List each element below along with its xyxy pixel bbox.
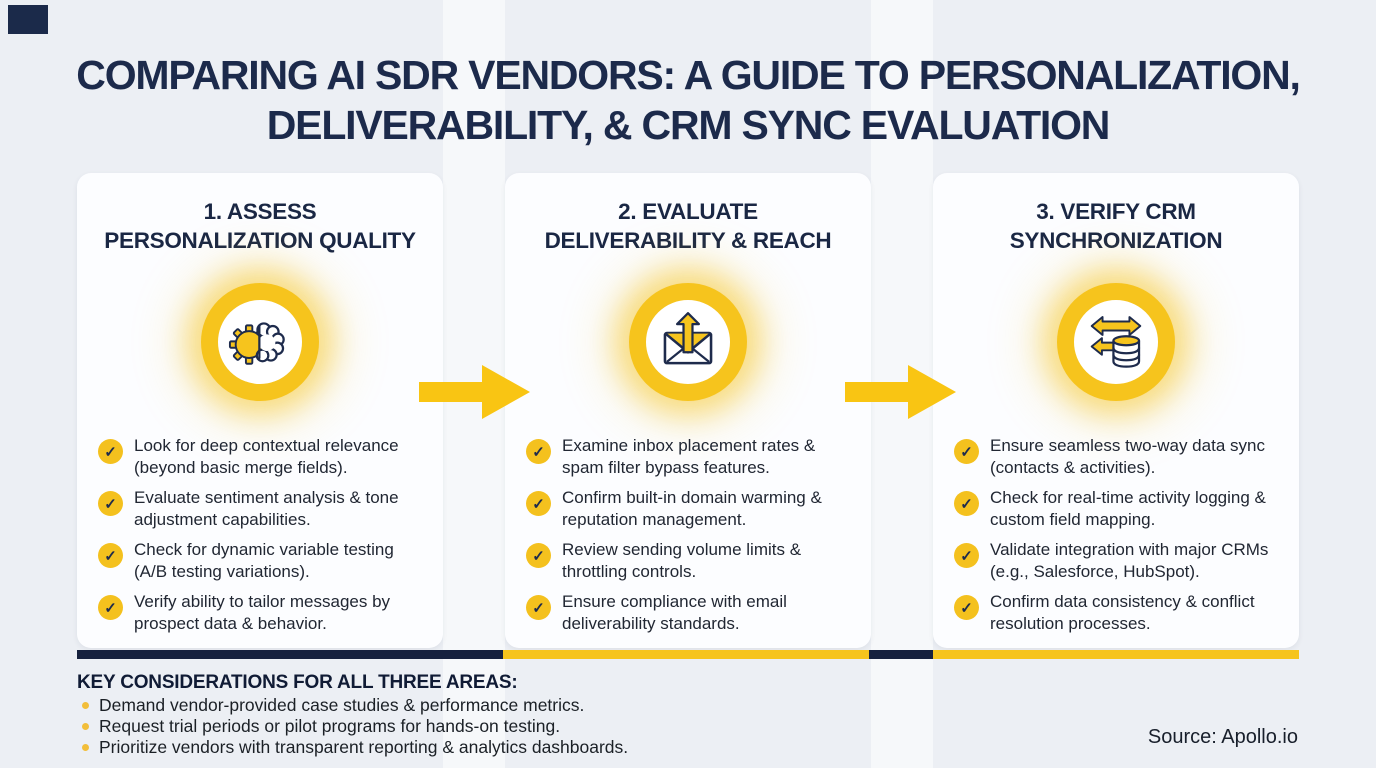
check-icon: ✓ xyxy=(98,543,123,568)
check-icon: ✓ xyxy=(526,543,551,568)
check-icon: ✓ xyxy=(954,543,979,568)
checklist: ✓ Ensure seamless two-way data sync (con… xyxy=(954,435,1281,643)
bullet-dot-icon xyxy=(82,723,89,730)
footer-heading: KEY CONSIDERATIONS FOR ALL THREE AREAS: xyxy=(77,672,518,693)
bullet-dot-icon xyxy=(82,702,89,709)
list-item: ✓ Confirm data consistency & conflict re… xyxy=(954,591,1281,634)
check-icon: ✓ xyxy=(98,595,123,620)
source-attribution: Source: Apollo.io xyxy=(1147,726,1298,748)
card-title-line1: 2. EVALUATE xyxy=(618,199,758,224)
data-sync-database-icon xyxy=(1090,316,1142,368)
corner-accent-block xyxy=(8,5,48,34)
card-title-line1: 1. ASSESS xyxy=(203,199,317,224)
card-title: 2. EVALUATE DELIVERABILITY & REACH xyxy=(505,197,871,255)
bullet-dot-icon xyxy=(82,744,89,751)
list-item: ✓ Examine inbox placement rates & spam f… xyxy=(526,435,853,478)
page-title-line2: DELIVERABILITY, & CRM SYNC EVALUATION xyxy=(266,102,1111,148)
check-icon: ✓ xyxy=(954,439,979,464)
divider-segment xyxy=(77,650,503,659)
card-title-line1: 3. VERIFY CRM xyxy=(1036,199,1196,224)
card-title: 3. VERIFY CRM SYNCHRONIZATION xyxy=(933,197,1299,255)
icon-ring xyxy=(629,283,747,401)
check-icon: ✓ xyxy=(98,491,123,516)
check-icon: ✓ xyxy=(526,439,551,464)
card-title-line2: DELIVERABILITY & REACH xyxy=(544,228,832,253)
list-item: ✓ Validate integration with major CRMs (… xyxy=(954,539,1281,582)
card-verify-crm-sync: 3. VERIFY CRM SYNCHRONIZATION ✓ Ensure s… xyxy=(933,173,1299,648)
list-item: ✓ Look for deep contextual relevance (be… xyxy=(98,435,425,478)
arrow-right-icon xyxy=(845,363,957,426)
list-item: Prioritize vendors with transparent repo… xyxy=(82,737,628,757)
check-icon: ✓ xyxy=(98,439,123,464)
page-title-line1: COMPARING AI SDR VENDORS: A GUIDE TO PER… xyxy=(76,52,1301,98)
card-title: 1. ASSESS PERSONALIZATION QUALITY xyxy=(77,197,443,255)
list-item: ✓ Review sending volume limits & throttl… xyxy=(526,539,853,582)
arrow-right-icon xyxy=(419,363,531,426)
list-item: ✓ Check for real-time activity logging &… xyxy=(954,487,1281,530)
list-item: ✓ Evaluate sentiment analysis & tone adj… xyxy=(98,487,425,530)
checklist: ✓ Examine inbox placement rates & spam f… xyxy=(526,435,853,643)
list-item: ✓ Verify ability to tailor messages by p… xyxy=(98,591,425,634)
footer-bullet-list: Demand vendor-provided case studies & pe… xyxy=(82,695,628,758)
divider-segment xyxy=(933,650,1299,659)
divider-segment xyxy=(869,650,933,659)
list-item: ✓ Ensure compliance with email deliverab… xyxy=(526,591,853,634)
list-item: ✓ Ensure seamless two-way data sync (con… xyxy=(954,435,1281,478)
card-evaluate-deliverability: 2. EVALUATE DELIVERABILITY & REACH ✓ Exa… xyxy=(505,173,871,648)
divider-segment xyxy=(503,650,869,659)
section-divider xyxy=(77,650,1299,659)
card-assess-personalization: 1. ASSESS PERSONALIZATION QUALITY xyxy=(77,173,443,648)
icon-ring xyxy=(1057,283,1175,401)
gear-brain-icon xyxy=(228,322,285,365)
check-icon: ✓ xyxy=(954,595,979,620)
icon-ring xyxy=(201,283,319,401)
card-title-line2: SYNCHRONIZATION xyxy=(1009,228,1223,253)
email-up-arrow-icon xyxy=(663,312,713,365)
check-icon: ✓ xyxy=(526,491,551,516)
check-icon: ✓ xyxy=(954,491,979,516)
checklist: ✓ Look for deep contextual relevance (be… xyxy=(98,435,425,643)
list-item: Request trial periods or pilot programs … xyxy=(82,716,628,736)
page-title: COMPARING AI SDR VENDORS: A GUIDE TO PER… xyxy=(0,50,1376,150)
list-item: ✓ Confirm built-in domain warming & repu… xyxy=(526,487,853,530)
list-item: Demand vendor-provided case studies & pe… xyxy=(82,695,628,715)
list-item: ✓ Check for dynamic variable testing (A/… xyxy=(98,539,425,582)
check-icon: ✓ xyxy=(526,595,551,620)
card-title-line2: PERSONALIZATION QUALITY xyxy=(104,228,416,253)
